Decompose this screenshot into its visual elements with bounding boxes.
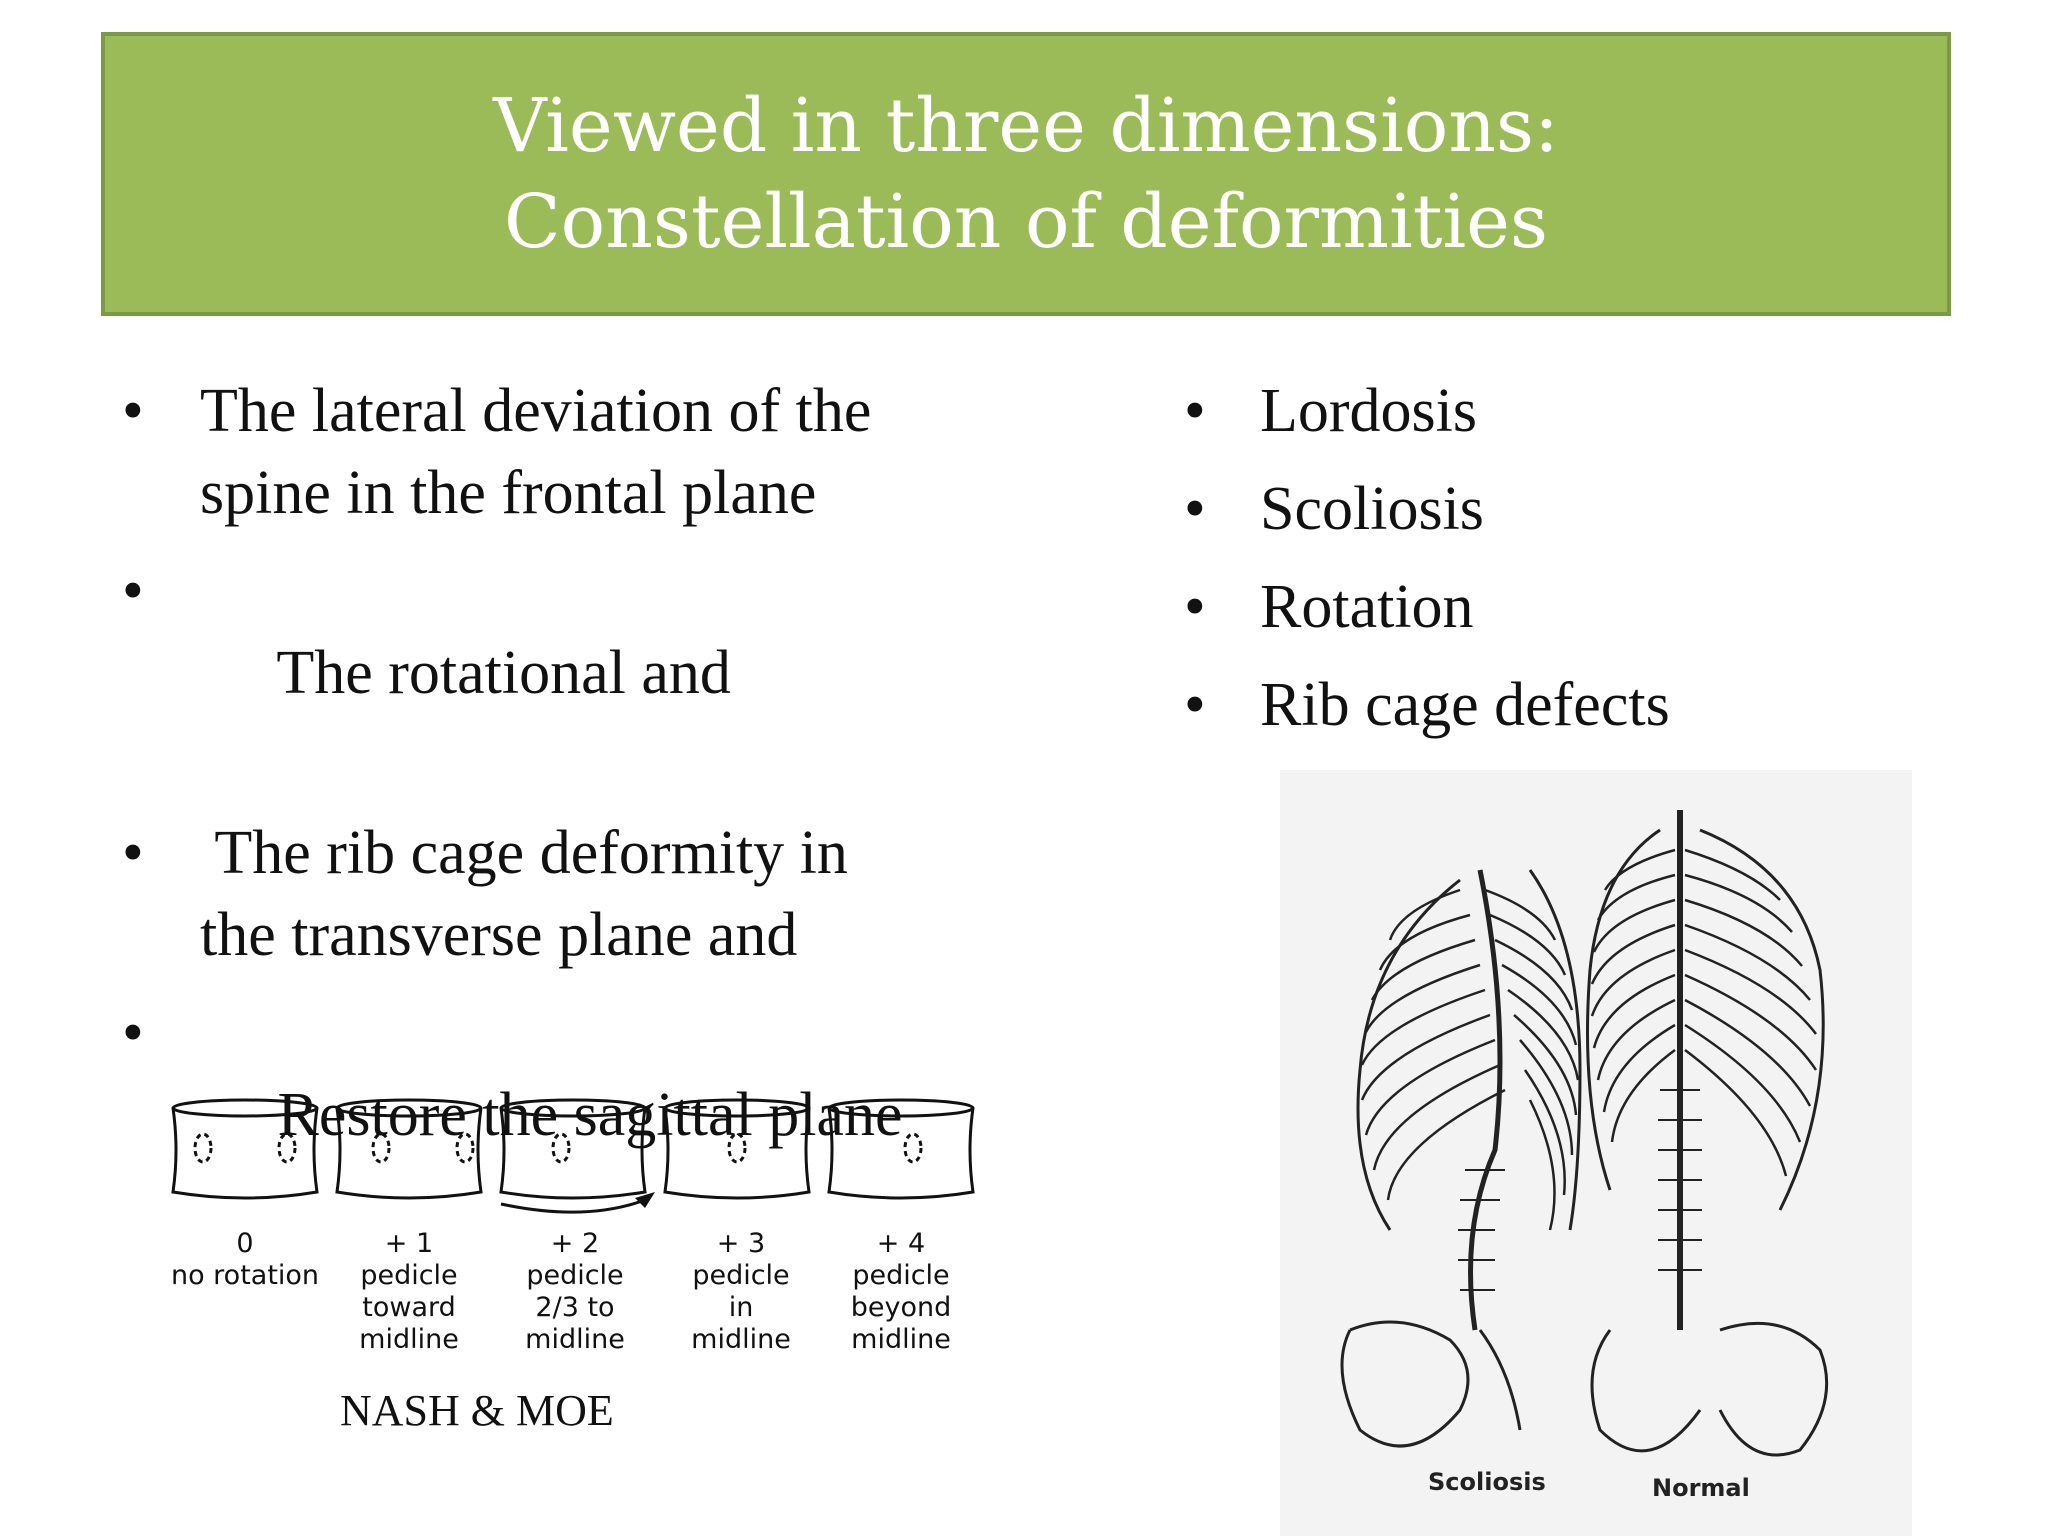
left-bullet-2: The rotational and — [120, 550, 1070, 796]
grade-label-1: + 1 pedicle toward midline — [359, 1228, 459, 1355]
vertebra-grade-4 — [827, 1098, 975, 1200]
spine-comparison-figure: Scoliosis Normal — [1280, 770, 1912, 1536]
scoliosis-label: Scoliosis — [1428, 1468, 1546, 1496]
right-bullet-4: Rib cage defects — [1180, 664, 1980, 746]
spine-illustration — [1340, 810, 1829, 1457]
pelvis-outlines — [1340, 1320, 1829, 1457]
slide-title-line-1: Viewed in three dimensions: — [493, 83, 1559, 169]
normal-label: Normal — [1652, 1474, 1750, 1502]
slide-title-box: Viewed in three dimensions: Constellatio… — [101, 32, 1951, 316]
right-bullet-list: Lordosis Scoliosis Rotation Rib cage def… — [1180, 370, 1980, 762]
left-bullet-3: The rib cage deformity in the transverse… — [120, 812, 1070, 976]
right-bullet-2: Scoliosis — [1180, 468, 1980, 550]
vertebra-grade-3 — [663, 1098, 811, 1200]
grade-label-2: + 2 pedicle 2/3 to midline — [525, 1228, 625, 1355]
slide-title-line-2: Constellation of deformities — [504, 179, 1548, 265]
vertebra-grade-1 — [335, 1098, 483, 1200]
left-bullet-1: The lateral deviation of the spine in th… — [120, 370, 1070, 534]
rotation-arrow-head — [635, 1192, 655, 1208]
grade-label-4: + 4 pedicle beyond midline — [850, 1228, 952, 1355]
vertebra-grade-2 — [499, 1098, 647, 1200]
scoliosis-rib-cage — [1356, 869, 1582, 1331]
grade-label-3: + 3 pedicle in midline — [691, 1228, 791, 1355]
grade-label-0: 0 no rotation — [170, 1228, 320, 1291]
right-bullet-3: Rotation — [1180, 566, 1980, 648]
left-bullet-list: The lateral deviation of the spine in th… — [120, 370, 1070, 1254]
right-bullet-1: Lordosis — [1180, 370, 1980, 452]
rotation-arrow — [500, 1198, 646, 1214]
nash-moe-rotation-diagram: 0 no rotation + 1 pedicle toward midline… — [165, 1080, 985, 1380]
normal-rib-cage — [1586, 810, 1825, 1330]
nash-moe-caption: NASH & MOE — [340, 1386, 614, 1435]
vertebra-drawings — [171, 1098, 975, 1214]
vertebra-grade-0 — [171, 1098, 319, 1200]
